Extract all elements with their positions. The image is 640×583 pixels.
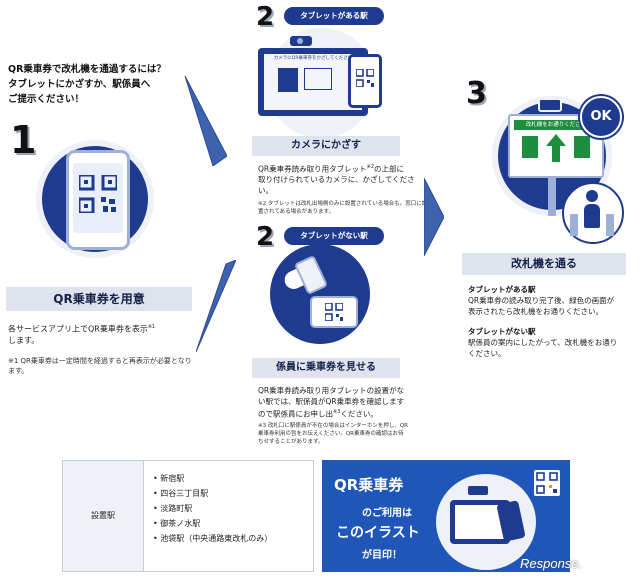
step-2a-number: 2 xyxy=(256,2,275,32)
step-1-note-mark: ※1 xyxy=(147,324,156,330)
tablet-screen-text: カメラにQR乗車券をかざしてください xyxy=(273,56,353,61)
step-3-sub2-heading: タブレットがない駅 xyxy=(468,327,536,336)
step-2b-note-line-1: ※3 改札口に駅係員が不在の場合はインターホンを押し、QR xyxy=(258,423,409,429)
station-item: 四谷三丁目駅 xyxy=(153,486,313,501)
step-1-note-line-2: ます。 xyxy=(8,367,29,375)
banner-line-2: このイラスト xyxy=(336,525,420,541)
phone-icon xyxy=(66,150,130,250)
step-2a-desc-line-1: QR乗車券読み取り用タブレット xyxy=(258,164,367,174)
banner-tablet-illustration xyxy=(436,474,536,570)
qr-code-icon xyxy=(534,470,560,496)
step-2b-desc-line-3: ので駅係員にお申し出 xyxy=(258,409,333,419)
step-2a-desc-line-3: い。 xyxy=(258,185,273,195)
step-1-title: QR乗車券を用意 xyxy=(6,287,192,311)
step-2b-desc-line-3b: ください。 xyxy=(340,409,378,419)
step-2b-desc-line-1: QR乗車券読み取り用タブレットの設置がな xyxy=(258,386,405,395)
ok-badge: OK xyxy=(580,96,622,138)
step-2a-title: カメラにかざす xyxy=(252,136,400,156)
step-3-sub1-line-1: QR乗車券の読み取り完了後、緑色の画面が xyxy=(468,296,615,305)
step-2a-desc-line-2: 取り付けられているカメラに、かざしてくださ xyxy=(258,175,415,184)
camera-icon xyxy=(538,98,562,112)
step-1-description: 各サービスアプリ上でQR乗車券を表示※1 します。 xyxy=(8,322,198,346)
step-2a-note: ※2 タブレットは改札出場側のみに設置されている場合も。窓口に設 置されてある場… xyxy=(258,200,428,216)
arrow-down-right-icon xyxy=(196,260,236,352)
stations-label-cell: 設置駅 xyxy=(63,461,144,571)
step-2b-desc-mark: ※3 xyxy=(333,409,341,415)
step-3-number: 3 xyxy=(466,76,487,111)
step-2b-pill: タブレットがない駅 xyxy=(284,227,384,245)
banner-line-1: のご利用は xyxy=(362,508,412,519)
phone-qr-illustration xyxy=(36,140,154,258)
ok-text: OK xyxy=(590,109,612,124)
qr-code-icon xyxy=(79,175,117,213)
step-3-sub2-line-1: 駅係員の案内にしたがって、改札機をお通り xyxy=(468,338,618,347)
step-2b-desc-line-2: い駅では、駅係員がQR乗車券を確認します xyxy=(258,396,405,406)
step-2a-note-line-2: 置されてある場合があります。 xyxy=(258,209,335,215)
qr-code-icon xyxy=(356,69,374,87)
step-3-sub1-line-2: 表示されたら改札機をお通りください。 xyxy=(468,307,603,316)
phone-icon xyxy=(348,54,382,108)
intro-line-1: QR乗車券で改札機を通過するには？ xyxy=(8,64,166,75)
step-3-description: タブレットがある駅 QR乗車券の読み取り完了後、緑色の画面が 表示されたら改札機… xyxy=(468,284,636,359)
arrow-up-right-icon xyxy=(183,76,227,166)
camera-icon xyxy=(468,486,488,495)
stations-table: 設置駅 新宿駅 四谷三丁目駅 淡路町駅 御茶ノ水駅 池袋駅（中央通路東改札のみ） xyxy=(62,460,314,572)
step-3-sub1-heading: タブレットがある駅 xyxy=(468,285,536,294)
step-2b-number: 2 xyxy=(256,222,275,252)
stations-list: 新宿駅 四谷三丁目駅 淡路町駅 御茶ノ水駅 池袋駅（中央通路東改札のみ） xyxy=(153,471,313,546)
qr-ticket-banner: QR乗車券 のご利用は このイラスト が目印！ xyxy=(322,460,570,572)
staff-check-illustration xyxy=(270,244,370,344)
step-2b-note: ※3 改札口に駅係員が不在の場合はインターホンを押し、QR 乗車券利用の旨をお伝… xyxy=(258,422,428,446)
station-item: 淡路町駅 xyxy=(153,501,313,516)
step-2b-title: 係員に乗車券を見せる xyxy=(252,358,400,378)
station-item: 御茶ノ水駅 xyxy=(153,516,313,531)
camera-icon xyxy=(290,36,312,46)
arrow-right-icon xyxy=(424,178,444,256)
banner-title: QR乗車券 xyxy=(334,476,404,494)
step-1-desc-line-2: します。 xyxy=(8,335,40,345)
step-2a-desc-line-1b: の上部に xyxy=(374,164,404,174)
step-2b-note-line-3: ちせすることがあります。 xyxy=(258,439,324,445)
station-item: 池袋駅（中央通路東改札のみ） xyxy=(153,531,313,546)
banner-line-3: が目印！ xyxy=(362,550,402,561)
tablet-camera-illustration: カメラにQR乗車券をかざしてください xyxy=(252,28,392,138)
station-item: 新宿駅 xyxy=(153,471,313,486)
step-3-sub2-line-2: ください。 xyxy=(468,349,506,358)
intro-text: QR乗車券で改札機を通過するには？ タブレットにかざすか、駅係員へ ご提示くださ… xyxy=(8,62,198,107)
step-1-number: 1 xyxy=(10,118,37,162)
intro-line-2: タブレットにかざすか、駅係員へ xyxy=(8,79,151,90)
step-2b-description: QR乗車券読み取り用タブレットの設置がな い駅では、駅係員がQR乗車券を確認しま… xyxy=(258,386,418,420)
step-1-note-line-1: ※1 QR乗車券は一定時間を経過すると再表示が必要となり xyxy=(8,357,192,365)
step-3-title: 改札機を通る xyxy=(462,253,626,275)
phone-icon xyxy=(293,254,329,296)
gate-banner-text: 改札機をお通りください xyxy=(514,120,598,130)
step-2a-note-line-1: ※2 タブレットは改札出場側のみに設置されている場合も。窓口に設 xyxy=(258,201,428,207)
step-2a-desc-mark: ※2 xyxy=(366,164,374,170)
passenger-icon xyxy=(562,182,624,244)
qr-code-icon xyxy=(325,303,343,321)
step-1-note: ※1 QR乗車券は一定時間を経過すると再表示が必要となり ます。 xyxy=(8,356,208,376)
watermark-logo: Response. xyxy=(520,556,583,571)
stations-label: 設置駅 xyxy=(91,511,115,520)
step-2a-pill: タブレットがある駅 xyxy=(284,7,384,25)
phone-icon xyxy=(310,296,358,328)
up-arrow-icon xyxy=(546,134,566,162)
step-1-desc-line-1: 各サービスアプリ上でQR乗車券を表示 xyxy=(8,324,148,334)
intro-line-3: ご提示ください！ xyxy=(8,94,85,105)
step-2a-description: QR乗車券読み取り用タブレット※2の上部に 取り付けられているカメラに、かざして… xyxy=(258,162,418,196)
step-2b-note-line-2: 乗車券利用の旨をお伝えください。QR乗車券の確認はお待 xyxy=(258,431,404,437)
